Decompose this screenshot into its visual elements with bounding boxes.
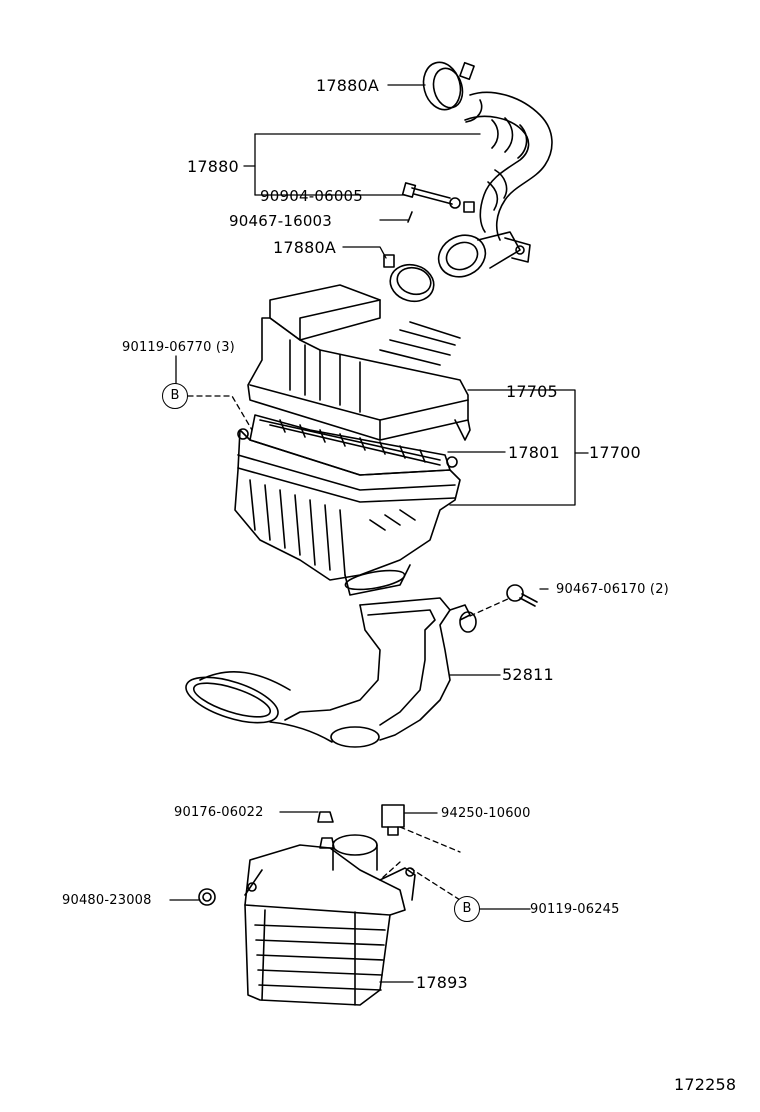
intake-hose-drawing	[437, 91, 553, 278]
part-label-17880: 17880	[187, 157, 239, 176]
resonator-box-drawing	[244, 834, 416, 1006]
leader-lines	[169, 84, 589, 983]
part-label-17705: 17705	[506, 382, 558, 401]
air-cleaner-cap-drawing	[247, 284, 471, 441]
part-label-17801: 17801	[508, 443, 560, 462]
part-label-90467-16003: 90467-16003	[229, 212, 333, 230]
dashed-callout-lines	[187, 395, 511, 901]
callout-b-lower: B	[454, 896, 480, 922]
bolt-90467-06170-drawing	[459, 584, 538, 633]
part-label-17880A-top: 17880A	[316, 76, 380, 95]
bolt-90904-drawing	[401, 182, 475, 213]
hose-clamp-mid-drawing	[383, 254, 435, 303]
part-label-90904-06005: 90904-06005	[260, 187, 364, 205]
part-label-94250-10600: 94250-10600	[441, 806, 531, 821]
part-label-52811: 52811	[502, 665, 554, 684]
part-label-90176-06022: 90176-06022	[174, 805, 264, 820]
diagram-number: 172258	[674, 1075, 737, 1094]
part-label-90480-23008: 90480-23008	[62, 893, 152, 908]
air-cleaner-case-drawing	[234, 428, 461, 596]
nut-94250-drawing	[381, 804, 405, 836]
clip-90467-16003-drawing	[407, 211, 413, 223]
air-inlet-duct-drawing	[185, 597, 471, 748]
part-label-90467-06170: 90467-06170 (2)	[556, 582, 669, 597]
part-label-17700: 17700	[589, 443, 641, 462]
part-label-90119-06770: 90119-06770 (3)	[122, 340, 235, 355]
filter-element-drawing	[249, 414, 451, 476]
callout-b-upper: B	[162, 383, 188, 409]
part-label-17880A-mid: 17880A	[273, 238, 337, 257]
part-label-90119-06245: 90119-06245	[530, 902, 620, 917]
hose-clamp-top-drawing	[422, 61, 475, 111]
grommet-90480-drawing	[198, 888, 216, 906]
grommet-90176-drawing	[317, 811, 335, 849]
part-label-17893: 17893	[416, 973, 468, 992]
